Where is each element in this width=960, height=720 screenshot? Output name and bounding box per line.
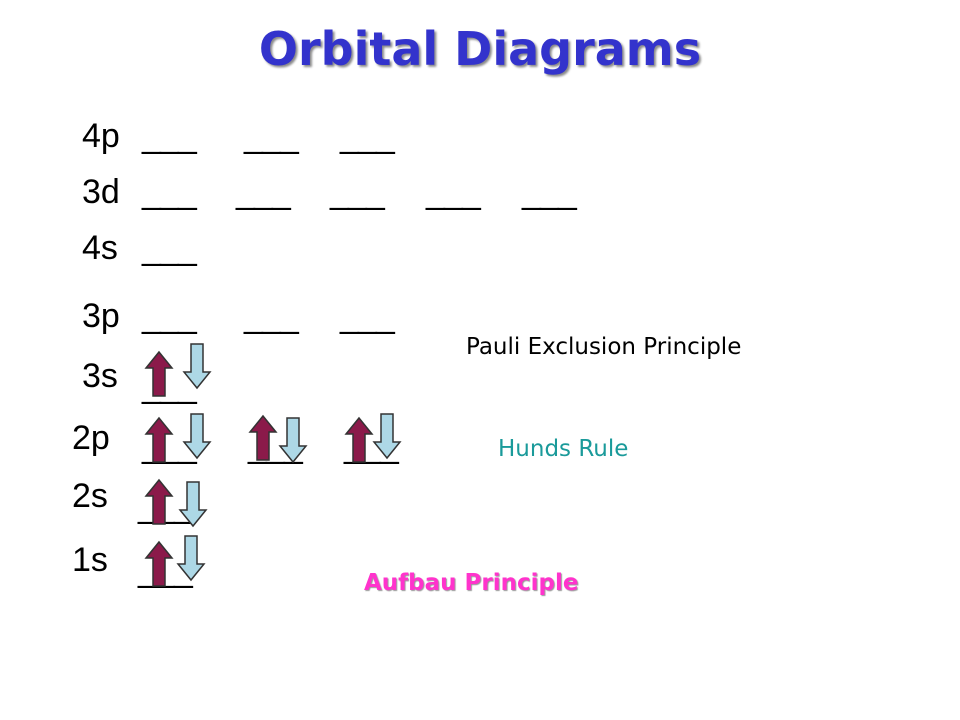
spin-up-arrow-icon (144, 540, 174, 587)
orbital-slot-3p-3: ___ (340, 297, 395, 335)
orbital-slot-4s-1: ___ (142, 229, 197, 267)
spin-down-arrow-icon (178, 481, 208, 528)
spin-up-arrow-icon (144, 416, 174, 463)
orbital-label-2s: 2s (72, 477, 108, 515)
orbital-label-3s: 3s (82, 357, 118, 395)
orbital-label-4s: 4s (82, 229, 118, 267)
orbital-label-4p: 4p (82, 117, 120, 155)
spin-up-arrow-icon (248, 414, 278, 461)
orbital-label-3d: 3d (82, 173, 120, 211)
page-title: Orbital Diagrams (258, 22, 702, 76)
orbital-slot-3d-5: ___ (522, 173, 577, 211)
orbital-slot-3p-1: ___ (142, 297, 197, 335)
orbital-slot-3d-4: ___ (426, 173, 481, 211)
orbital-slot-3d-3: ___ (330, 173, 385, 211)
orbital-slot-4p-2: ___ (244, 117, 299, 155)
orbital-label-2p: 2p (72, 419, 110, 457)
orbital-slot-3p-2: ___ (244, 297, 299, 335)
spin-down-arrow-icon (176, 535, 206, 582)
aufbau-principle-note: Aufbau Principle (364, 570, 579, 596)
spin-down-arrow-icon (182, 413, 212, 460)
spin-down-arrow-icon (372, 413, 402, 460)
spin-down-arrow-icon (182, 343, 212, 390)
orbital-label-1s: 1s (72, 541, 108, 579)
pauli-principle-note: Pauli Exclusion Principle (466, 334, 742, 360)
hunds-rule-note: Hunds Rule (498, 436, 629, 462)
orbital-label-3p: 3p (82, 297, 120, 335)
spin-up-arrow-icon (144, 350, 174, 397)
orbital-slot-3d-2: ___ (236, 173, 291, 211)
spin-down-arrow-icon (278, 417, 308, 464)
orbital-slot-3d-1: ___ (142, 173, 197, 211)
spin-up-arrow-icon (344, 416, 374, 463)
spin-up-arrow-icon (144, 478, 174, 525)
orbital-slot-4p-1: ___ (142, 117, 197, 155)
orbital-slot-4p-3: ___ (340, 117, 395, 155)
